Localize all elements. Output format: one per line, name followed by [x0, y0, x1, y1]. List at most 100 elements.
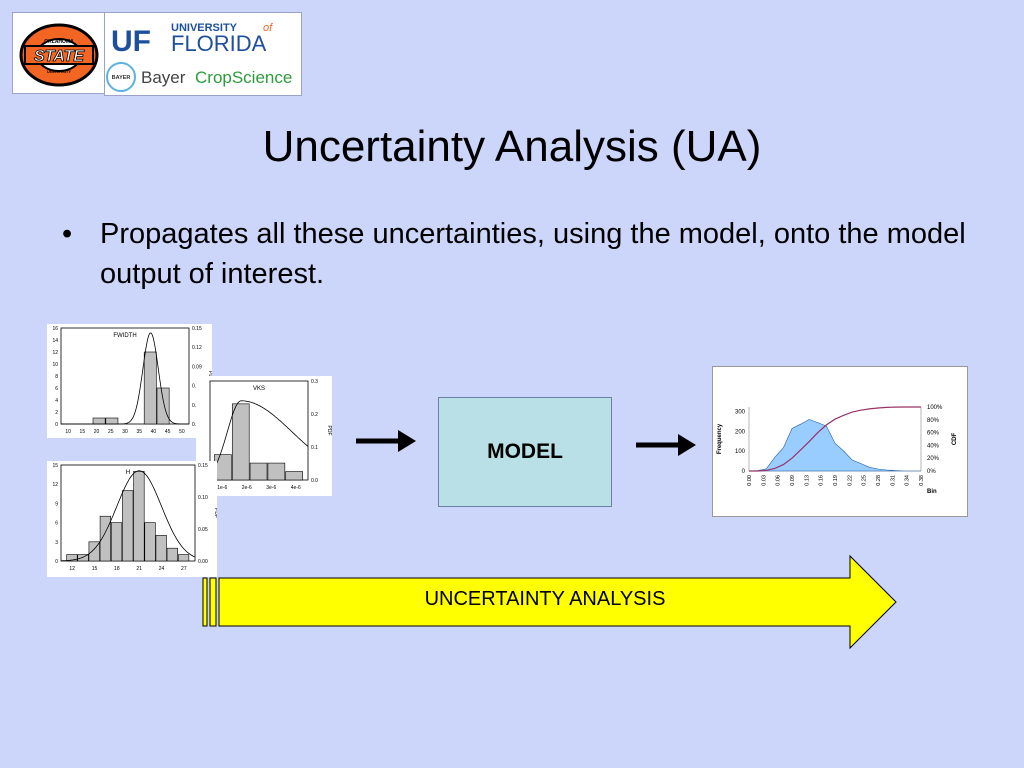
output-y2tick: 60%	[927, 431, 940, 437]
vks-pdf-curve	[209, 400, 309, 474]
h-bar	[122, 490, 134, 562]
fwidth-bar	[143, 351, 157, 425]
uf-university-text: UNIVERSITY	[171, 22, 238, 34]
bayer-seal-text: BAYER	[112, 75, 131, 81]
output-xtick: 0.38	[919, 475, 925, 486]
vks-xtick: 3e-6	[266, 485, 276, 491]
fwidth-ytick: 12	[52, 350, 58, 356]
fwidth-ytick: 10	[52, 362, 58, 368]
output-y2tick: 40%	[927, 443, 940, 449]
h-bar	[66, 554, 78, 562]
output-ytick: 200	[735, 429, 746, 435]
vks-xtick: 4e-6	[291, 485, 301, 491]
vks-y2tick: 0.1	[311, 445, 318, 451]
fwidth-y2tick: 0.09	[192, 364, 202, 370]
h-ytick: 12	[52, 482, 58, 488]
fwidth-xtick: 10	[65, 429, 71, 435]
osu-bottom-text: UNIVERSITY	[47, 69, 71, 74]
h-xtick: 18	[114, 566, 120, 572]
output-y2tick: 20%	[927, 456, 940, 462]
output-ylabel: Frequency	[717, 423, 723, 454]
h-xtick: 21	[136, 566, 142, 572]
fwidth-ytick: 14	[52, 338, 58, 344]
h-ytick: 15	[52, 463, 58, 469]
uncertainty-analysis-label: UNCERTAINTY ANALYSIS	[424, 588, 666, 610]
osu-top-text: OKLAHOMA	[44, 39, 74, 45]
output-arrow	[636, 434, 696, 456]
fwidth-xtick: 20	[94, 429, 100, 435]
h-y2tick: 0.00	[198, 559, 208, 565]
output-ytick: 100	[735, 449, 746, 455]
fwidth-bar	[105, 417, 119, 425]
output-ytick: 0	[742, 469, 746, 475]
output-y2tick: 80%	[927, 418, 940, 424]
output-y2tick: 0%	[927, 469, 936, 475]
h-ytick: 0	[55, 559, 58, 565]
vks-bar	[231, 403, 250, 481]
fwidth-xtick: 15	[80, 429, 86, 435]
partner-logos: UF UNIVERSITY of FLORIDA BAYER Bayer Cro…	[104, 12, 302, 96]
h-bar	[77, 554, 89, 562]
h-xtick: 27	[181, 566, 187, 572]
fwidth-bar	[156, 387, 170, 425]
output-y2label: CDF	[952, 433, 958, 446]
osu-logo: OKLAHOMA STATE UNIVERSITY	[12, 12, 106, 94]
output-xtick: 0.00	[747, 475, 753, 486]
output-y2tick: 100%	[927, 405, 943, 411]
vks-bar	[285, 471, 303, 481]
output-xtick: 0.22	[847, 475, 853, 486]
h-y2tick: 0.05	[198, 527, 208, 533]
h-xtick: 24	[159, 566, 165, 572]
fwidth-xtick: 50	[179, 429, 185, 435]
bayer-name-text: Bayer	[141, 68, 186, 87]
output-xtick: 0.13	[804, 475, 810, 486]
h-ytick: 6	[55, 521, 58, 527]
h-bar	[144, 522, 156, 562]
vks-y2tick: 0.0	[311, 478, 318, 484]
bayer-seal-icon	[106, 62, 136, 92]
h-xtick: 15	[92, 566, 98, 572]
output-xtick: 0.31	[890, 475, 896, 486]
h-bar	[133, 471, 145, 562]
output-ytick: 300	[735, 410, 746, 416]
fwidth-ytick: 0	[55, 422, 58, 428]
fwidth-chart: FWIDTH02468101214160.000.030.060.090.120…	[52, 326, 213, 435]
output-cdf-line	[749, 406, 921, 472]
uf-short-text: UF	[111, 25, 151, 58]
fwidth-ytick: 4	[55, 398, 58, 404]
h-ytick: 9	[55, 501, 58, 507]
vks-title: VKS	[253, 386, 265, 392]
h-xtick: 12	[69, 566, 75, 572]
osu-logo-icon: OKLAHOMA STATE UNIVERSITY	[19, 23, 99, 87]
h-bar	[110, 522, 123, 562]
fwidth-xtick: 25	[108, 429, 114, 435]
output-xtick: 0.19	[833, 475, 839, 486]
fwidth-y2tick: 0.15	[192, 326, 202, 332]
output-xtick: 0.25	[862, 475, 868, 486]
fwidth-ytick: 8	[55, 374, 58, 380]
output-xtick: 0.28	[876, 475, 882, 486]
h-y2tick: 0.15	[198, 463, 208, 469]
h-y2label: PDF	[213, 508, 217, 518]
vks-bar	[267, 462, 286, 481]
vks-xtick: 1e-6	[217, 485, 227, 491]
fwidth-xtick: 35	[136, 429, 142, 435]
h-bar	[177, 554, 190, 562]
partner-logos-graphic: UF UNIVERSITY of FLORIDA BAYER Bayer Cro…	[106, 22, 292, 92]
h-title: H	[126, 470, 130, 476]
bullet-symbol: •	[62, 218, 73, 250]
h-ytick: 3	[55, 540, 58, 546]
fwidth-bar	[92, 417, 106, 425]
output-xlabel: Bin	[927, 489, 937, 495]
vks-y2tick: 0.2	[311, 412, 318, 418]
fwidth-y2tick: 0.12	[192, 345, 202, 351]
fwidth-pdf-curve	[61, 332, 189, 425]
fwidth-chart-panel: FWIDTH02468101214160.000.030.060.090.120…	[47, 324, 213, 438]
fwidth-xtick: 40	[151, 429, 157, 435]
output-frequency-area	[748, 419, 921, 472]
